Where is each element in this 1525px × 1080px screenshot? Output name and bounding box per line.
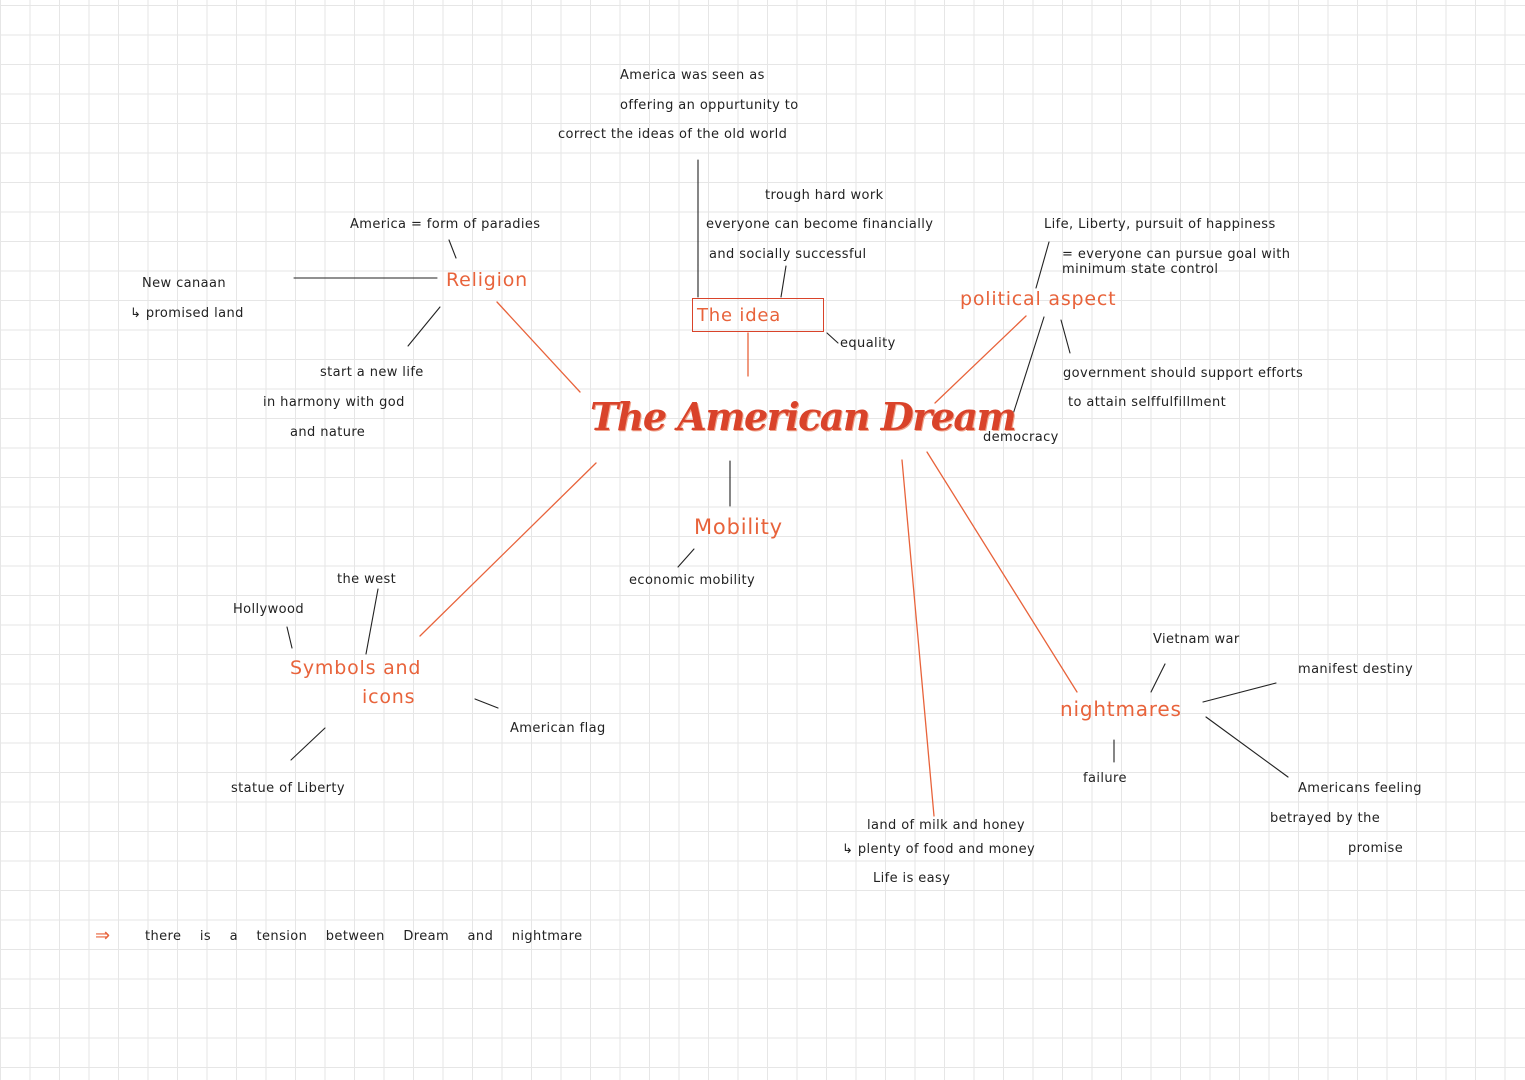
note-paradise: America = form of paradies: [350, 217, 541, 232]
heading-idea: The idea: [697, 305, 782, 326]
note-democracy: democracy: [983, 430, 1059, 445]
connector-symbols-west: [365, 588, 379, 655]
note-hard-work-3: and socially successful: [709, 247, 867, 262]
note-new-life-2: in harmony with god: [263, 395, 405, 410]
heading-religion: Religion: [446, 269, 529, 291]
note-hard-work-1: trough hard work: [765, 188, 884, 203]
note-new-life-1: start a new life: [320, 365, 424, 380]
note-government-1: government should support efforts: [1063, 366, 1304, 381]
note-tension: there is a tension between Dream and nig…: [145, 929, 583, 944]
note-america-seen-1: America was seen as: [620, 68, 765, 83]
note-the-west: the west: [337, 572, 397, 587]
note-betrayed-1: Americans feeling: [1298, 781, 1422, 796]
connector-political-government: [1060, 319, 1071, 354]
note-america-seen-3: correct the ideas of the old world: [558, 127, 788, 142]
connector-symbols-statue: [290, 727, 326, 761]
connector-title-nightmares: [926, 451, 1078, 693]
heading-mobility: Mobility: [694, 515, 783, 539]
note-life-liberty: Life, Liberty, pursuit of happiness: [1044, 217, 1276, 232]
note-hollywood: Hollywood: [233, 602, 305, 617]
note-american-flag: American flag: [510, 721, 606, 736]
note-land-milk-1: land of milk and honey: [867, 818, 1025, 833]
connector-symbols-hollywood: [286, 626, 293, 649]
note-pursue-2: minimum state control: [1062, 262, 1219, 277]
note-betrayed-3: promise: [1348, 841, 1404, 856]
connector-nightmares-vietnam: [1150, 663, 1166, 693]
connector-idea-equality: [826, 332, 839, 344]
connector-symbols-flag: [474, 698, 499, 709]
connector-political-democracy: [1007, 316, 1045, 431]
note-land-milk-2: ↳ plenty of food and money: [842, 842, 1036, 857]
connector-political-life: [1035, 241, 1050, 289]
heading-symbols: Symbols and: [290, 657, 422, 679]
note-economic-mobility: economic mobility: [629, 573, 756, 588]
connector-nightmares-betrayed: [1205, 716, 1289, 778]
note-promised-land: ↳ promised land: [130, 306, 244, 321]
idea-box: [692, 298, 824, 332]
connector-title-symbols: [419, 462, 597, 637]
conclusion-arrow-icon: ⇒: [95, 925, 111, 946]
note-betrayed-2: betrayed by the: [1270, 811, 1381, 826]
heading-symbols-icons: icons: [362, 686, 416, 708]
note-pursue-1: = everyone can pursue goal with: [1062, 247, 1291, 262]
note-canaan: New canaan: [142, 276, 227, 291]
note-land-milk-3: Life is easy: [873, 871, 951, 886]
map-title: The American Dream: [590, 394, 1017, 439]
note-new-life-3: and nature: [290, 425, 366, 440]
connector-religion-new-life: [407, 306, 441, 347]
connector-title-political: [934, 315, 1027, 404]
note-statue-of-liberty: statue of Liberty: [231, 781, 346, 796]
connector-idea-hard-work: [780, 265, 787, 298]
note-equality: equality: [840, 336, 896, 351]
connector-title-land-milk: [901, 459, 935, 817]
connector-title-religion: [496, 301, 581, 393]
note-hard-work-2: everyone can become financially: [706, 217, 934, 232]
connector-religion-paradise: [448, 239, 457, 259]
heading-nightmares: nightmares: [1060, 697, 1182, 721]
connector-nightmares-manifest: [1202, 682, 1277, 703]
note-america-seen-2: offering an oppurtunity to: [620, 98, 799, 113]
note-vietnam-war: Vietnam war: [1153, 632, 1240, 647]
heading-political: political aspect: [960, 288, 1117, 310]
note-manifest-destiny: manifest destiny: [1298, 662, 1414, 677]
note-failure: failure: [1083, 771, 1127, 786]
note-government-2: to attain selffulfillment: [1068, 395, 1227, 410]
connector-mobility-economic: [677, 548, 695, 568]
